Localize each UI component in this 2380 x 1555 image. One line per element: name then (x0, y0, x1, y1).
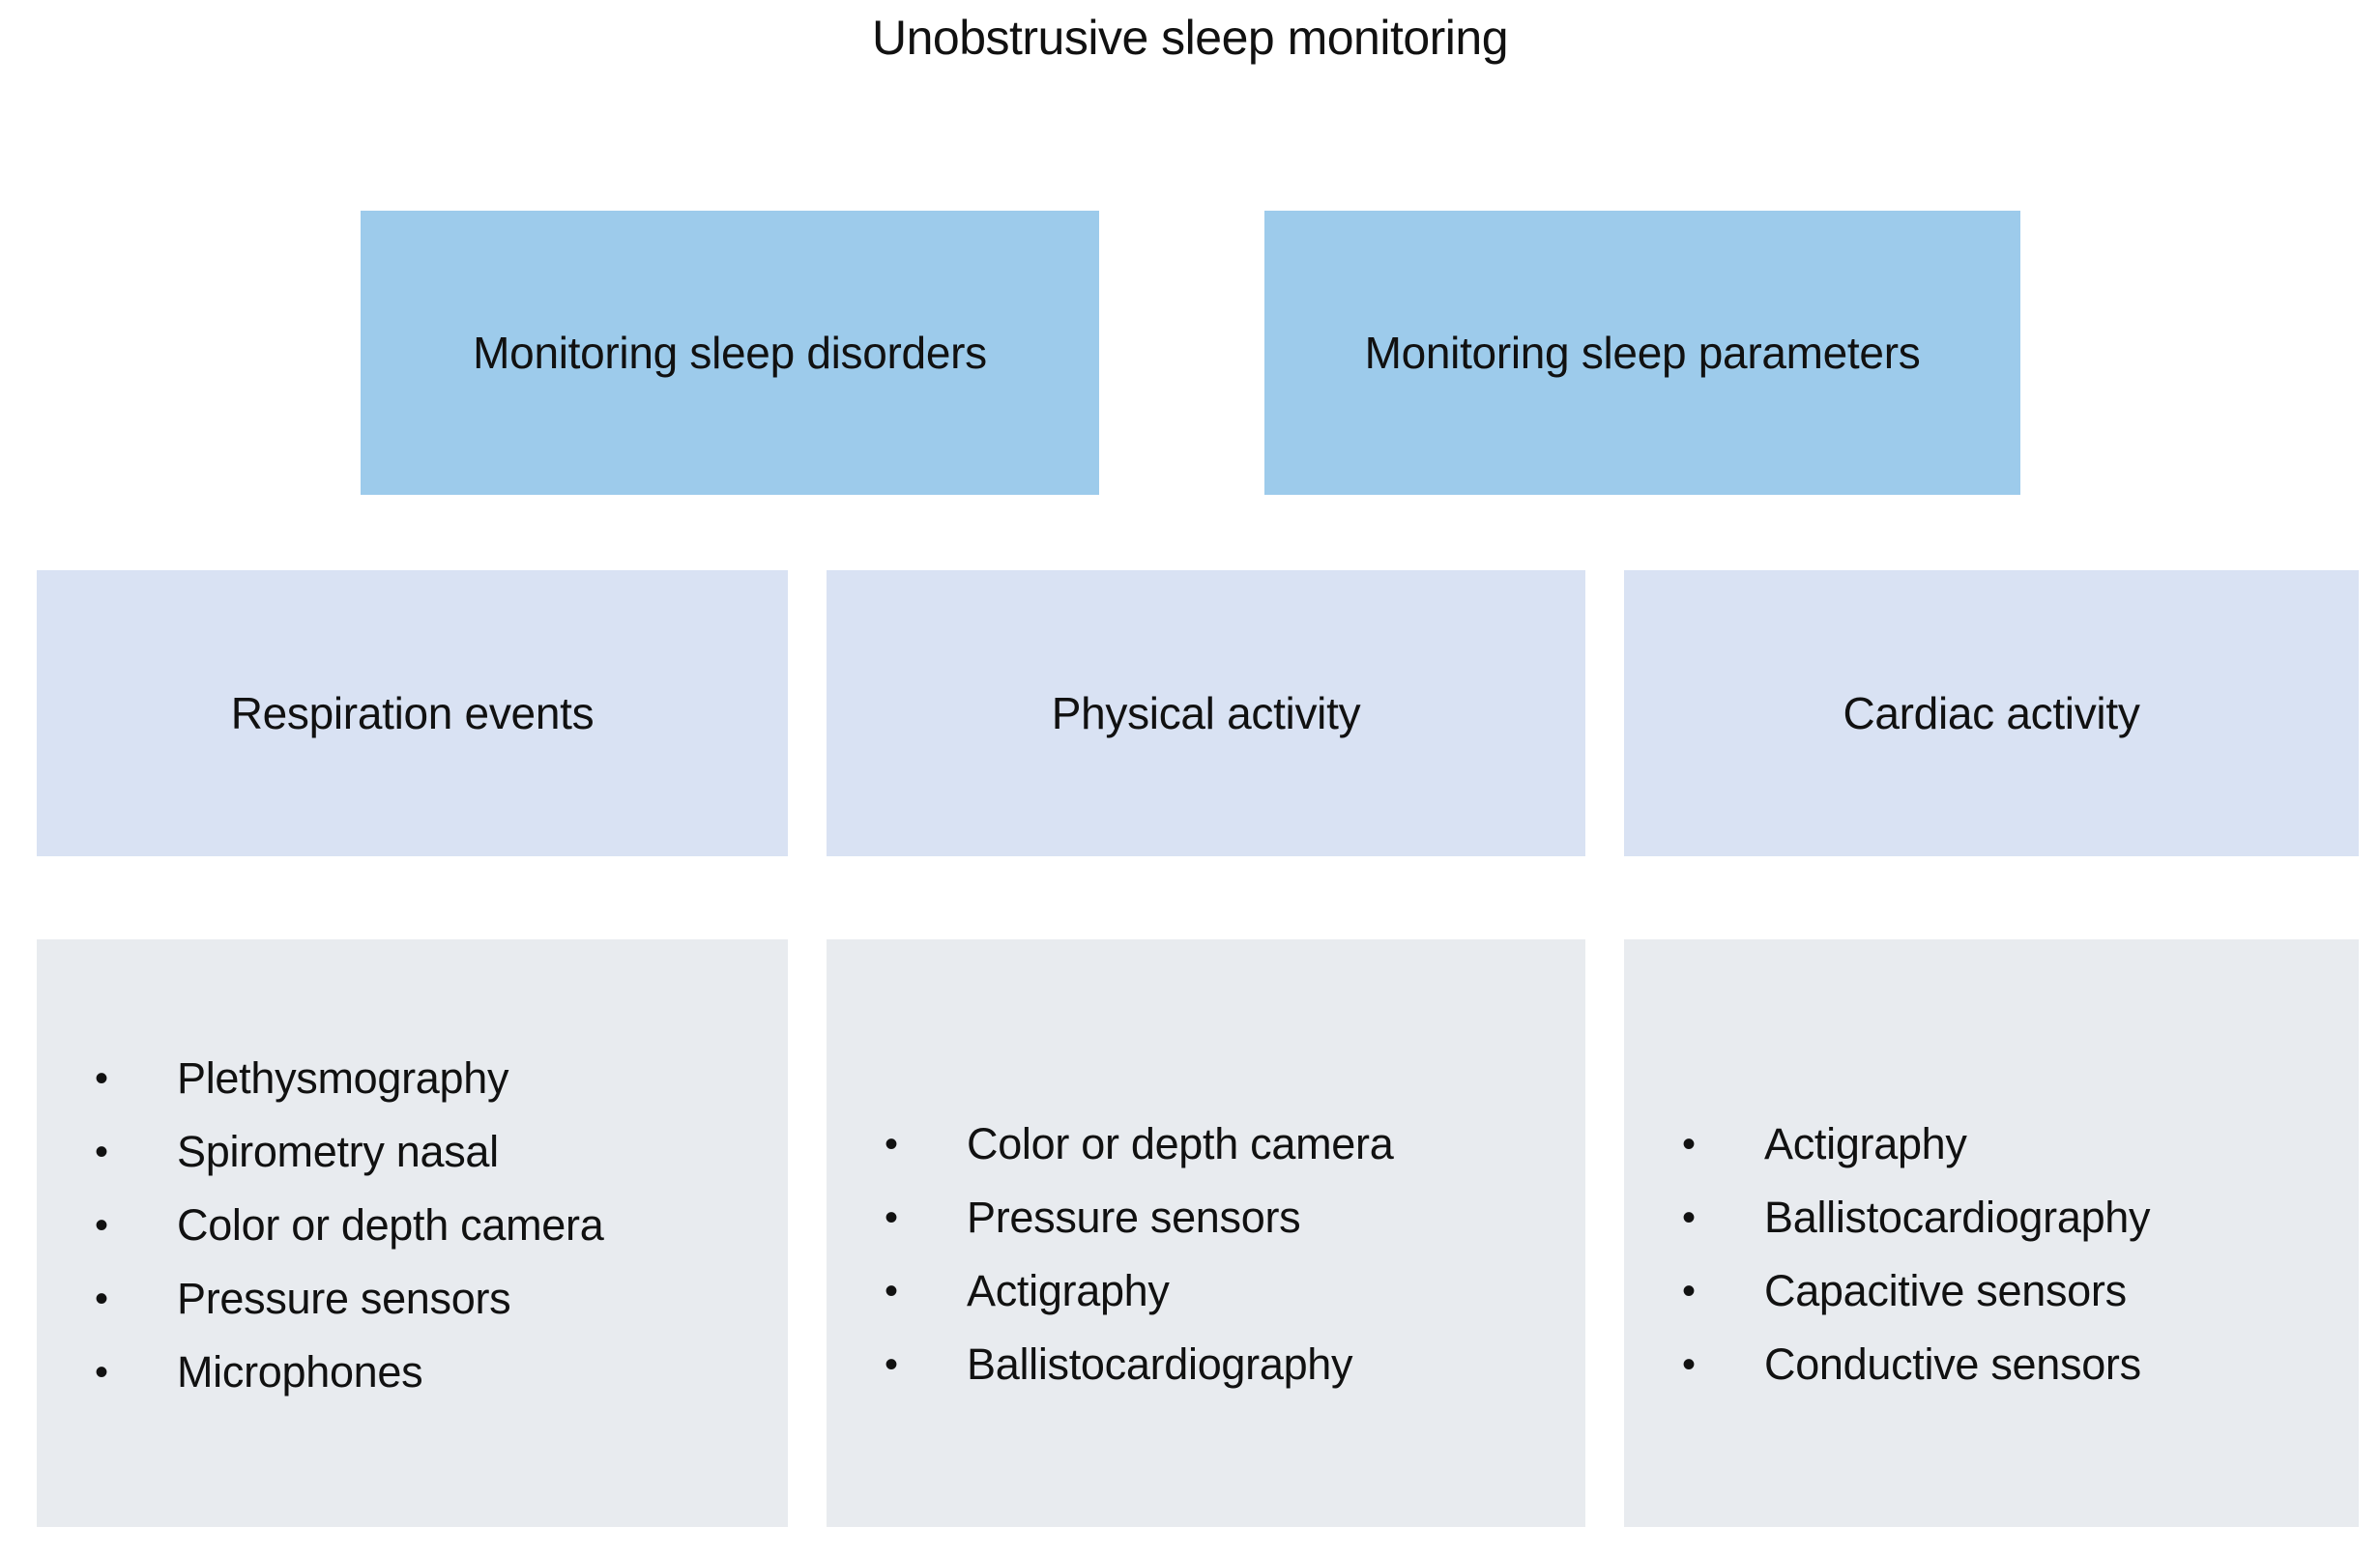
bullet-icon: • (95, 1057, 108, 1100)
bullet-icon: • (1682, 1270, 1696, 1312)
method-list-respiration: • Plethysmography • Spirometry nasal • C… (37, 1042, 788, 1409)
list-item-label: Actigraphy (1764, 1119, 1967, 1168)
list-item: • Color or depth camera (66, 1189, 769, 1262)
box-monitoring-sleep-disorders: Monitoring sleep disorders (361, 211, 1099, 495)
box-respiration-events: Respiration events (37, 570, 788, 856)
list-item-label: Plethysmography (177, 1053, 509, 1103)
list-item-label: Spirometry nasal (177, 1127, 499, 1176)
list-item-label: Conductive sensors (1764, 1339, 2141, 1389)
bullet-icon: • (885, 1123, 898, 1166)
list-item-label: Color or depth camera (177, 1200, 604, 1250)
list-item: • Pressure sensors (856, 1181, 1566, 1254)
box-label: Cardiac activity (1843, 688, 2140, 738)
list-item: • Microphones (66, 1336, 769, 1409)
box-monitoring-sleep-parameters: Monitoring sleep parameters (1264, 211, 2020, 495)
box-label: Physical activity (1051, 688, 1361, 738)
bullet-icon: • (95, 1351, 108, 1394)
box-physical-activity-methods: • Color or depth camera • Pressure senso… (827, 939, 1585, 1527)
list-item-label: Microphones (177, 1347, 423, 1397)
method-list-cardiac-activity: • Actigraphy • Ballistocardiography • Ca… (1624, 1108, 2359, 1401)
bullet-icon: • (1682, 1343, 1696, 1386)
list-item-label: Color or depth camera (967, 1119, 1394, 1168)
list-item: • Plethysmography (66, 1042, 769, 1115)
list-item: • Capacitive sensors (1653, 1254, 2339, 1328)
list-item-label: Pressure sensors (177, 1274, 511, 1323)
list-item: • Conductive sensors (1653, 1328, 2339, 1401)
list-item-label: Ballistocardiography (1764, 1193, 2151, 1242)
list-item: • Ballistocardiography (856, 1328, 1566, 1401)
box-label: Monitoring sleep disorders (473, 328, 987, 378)
box-cardiac-activity: Cardiac activity (1624, 570, 2359, 856)
list-item-label: Ballistocardiography (967, 1339, 1353, 1389)
bullet-icon: • (95, 1131, 108, 1173)
box-physical-activity: Physical activity (827, 570, 1585, 856)
bullet-icon: • (1682, 1123, 1696, 1166)
list-item-label: Actigraphy (967, 1266, 1170, 1315)
list-item: • Ballistocardiography (1653, 1181, 2339, 1254)
box-label: Monitoring sleep parameters (1364, 328, 1921, 378)
list-item-label: Pressure sensors (967, 1193, 1301, 1242)
bullet-icon: • (885, 1270, 898, 1312)
bullet-icon: • (885, 1343, 898, 1386)
box-respiration-methods: • Plethysmography • Spirometry nasal • C… (37, 939, 788, 1527)
list-item: • Actigraphy (856, 1254, 1566, 1328)
page-title: Unobstrusive sleep monitoring (871, 11, 1509, 65)
list-item: • Actigraphy (1653, 1108, 2339, 1181)
bullet-icon: • (885, 1196, 898, 1239)
bullet-icon: • (95, 1204, 108, 1247)
box-cardiac-activity-methods: • Actigraphy • Ballistocardiography • Ca… (1624, 939, 2359, 1527)
box-label: Respiration events (230, 688, 595, 738)
bullet-icon: • (95, 1278, 108, 1320)
method-list-physical-activity: • Color or depth camera • Pressure senso… (827, 1108, 1585, 1401)
list-item: • Color or depth camera (856, 1108, 1566, 1181)
list-item: • Pressure sensors (66, 1262, 769, 1336)
list-item-label: Capacitive sensors (1764, 1266, 2127, 1315)
bullet-icon: • (1682, 1196, 1696, 1239)
list-item: • Spirometry nasal (66, 1115, 769, 1189)
